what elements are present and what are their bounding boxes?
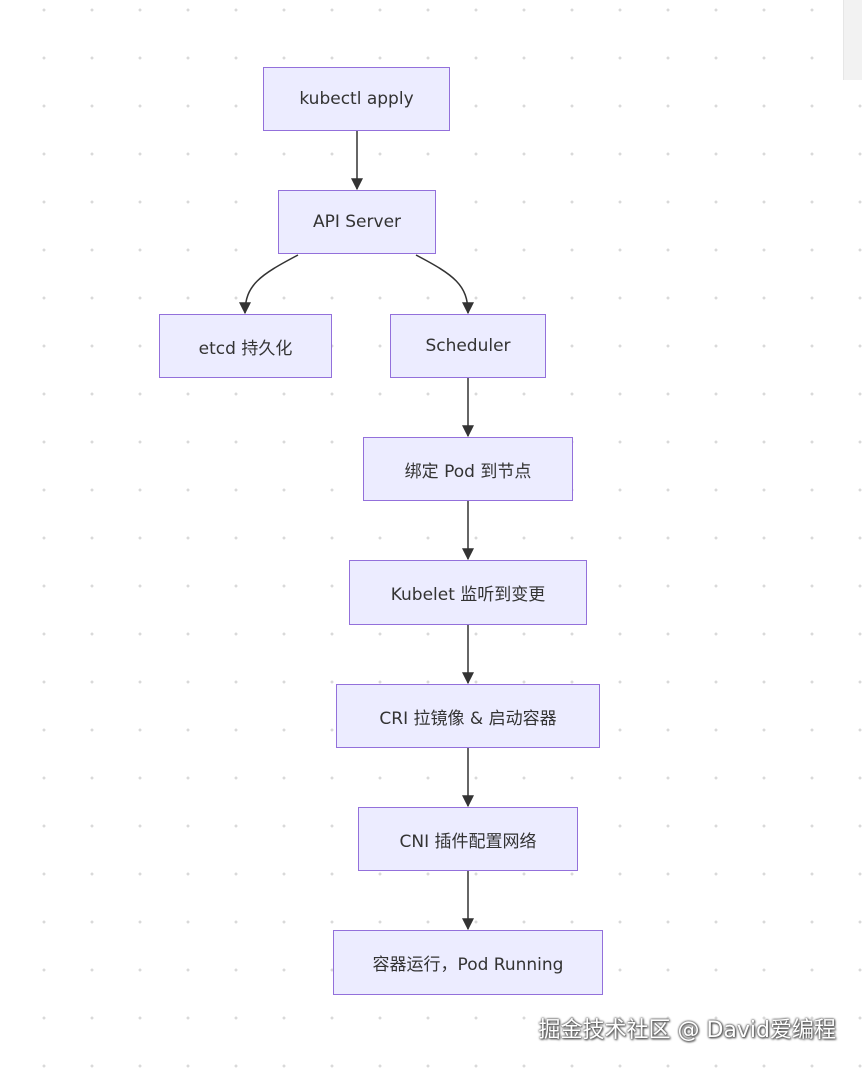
node-cri: CRI 拉镜像 & 启动容器 (336, 684, 600, 748)
node-bind-pod: 绑定 Pod 到节点 (363, 437, 573, 501)
node-kubectl-apply: kubectl apply (263, 67, 450, 131)
scrollbar-edge[interactable] (843, 0, 862, 80)
watermark: 掘金技术社区 @ David爱编程 (538, 1018, 836, 1043)
node-etcd: etcd 持久化 (159, 314, 332, 378)
node-cni: CNI 插件配置网络 (358, 807, 578, 871)
edge-api-to-etcd (239, 254, 299, 315)
node-api-server: API Server (278, 190, 436, 254)
node-pod-running: 容器运行，Pod Running (333, 930, 603, 995)
node-kubelet: Kubelet 监听到变更 (349, 560, 587, 625)
node-scheduler: Scheduler (390, 314, 546, 378)
edge-api-to-scheduler (415, 254, 474, 315)
